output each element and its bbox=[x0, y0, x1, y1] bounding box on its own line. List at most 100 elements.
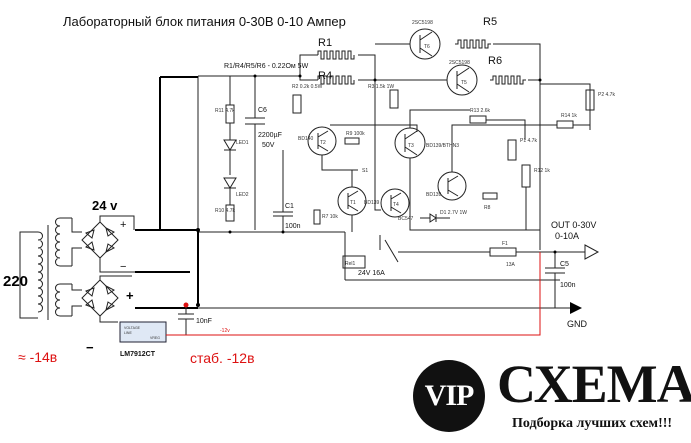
t1-t2-wires bbox=[321, 155, 358, 258]
r2-label: R2 0.2k 0.5W bbox=[292, 84, 323, 90]
relay-contact bbox=[379, 235, 490, 263]
r4-label: R4 bbox=[318, 70, 332, 82]
v220-label: 220 bbox=[3, 273, 28, 290]
p1-label: P1 4.7k bbox=[520, 138, 537, 144]
minus-top: − bbox=[120, 261, 126, 273]
shunt-note: R1/R4/R5/R6 - 0.22Ом 5W bbox=[224, 63, 309, 70]
led-diodes bbox=[223, 123, 237, 205]
led1-label: LED1 bbox=[236, 140, 249, 146]
r8-label: R8 bbox=[484, 205, 491, 211]
gnd-label: GND bbox=[567, 319, 588, 329]
c5-val: 100n bbox=[560, 282, 576, 289]
r13-label: R13 2.6k bbox=[470, 108, 491, 114]
control-wires bbox=[330, 100, 540, 231]
plus-top: + bbox=[120, 219, 126, 231]
r9-resistor bbox=[344, 137, 360, 145]
schematic-title: Лабораторный блок питания 0-30В 0-10 Амп… bbox=[63, 14, 346, 29]
c5-capacitor bbox=[545, 252, 565, 308]
c6-val2: 50V bbox=[262, 142, 275, 149]
reg-pin-3: VREG bbox=[150, 336, 160, 340]
bridge-top bbox=[71, 215, 135, 273]
c5-name: C5 bbox=[560, 261, 569, 268]
transformer bbox=[19, 217, 72, 320]
out-rail-vert bbox=[493, 43, 541, 250]
r4-resistor bbox=[317, 75, 355, 85]
m12v-label: -12v bbox=[220, 328, 230, 334]
r13-resistor bbox=[469, 115, 487, 124]
transistor-bd139-lower bbox=[437, 171, 467, 201]
q-top-left-part: 2SC5198 bbox=[412, 20, 433, 26]
rail-r1-in bbox=[299, 54, 318, 76]
reg-pin-1: VOLTAGE bbox=[124, 326, 141, 330]
p2-pot bbox=[585, 89, 595, 111]
s1-label: S1 bbox=[362, 168, 368, 174]
r12-resistor bbox=[521, 164, 531, 188]
minus-bot: − bbox=[86, 340, 94, 355]
r3-label: R3 1.5k 1W bbox=[368, 84, 394, 90]
p2-label: P2 4.7k bbox=[598, 92, 615, 98]
neg12-wire bbox=[166, 252, 541, 336]
r10-label: R10 4.7k bbox=[215, 208, 236, 214]
out-label: OUT 0-30V bbox=[551, 220, 596, 230]
c6-name: C6 bbox=[258, 107, 267, 114]
t2-label: T2 bbox=[320, 140, 326, 146]
collector-wires bbox=[375, 43, 447, 81]
p1-pot bbox=[507, 139, 517, 161]
p2-wire bbox=[540, 83, 591, 130]
r6-label: R6 bbox=[488, 55, 502, 67]
rail-r4-in bbox=[299, 76, 318, 81]
brand-tagline: Подборка лучших схем!!! bbox=[512, 416, 673, 431]
r9-label: R9 100k bbox=[346, 131, 365, 137]
t5-part: BD139 bbox=[426, 192, 442, 198]
r7-label: R7 10k bbox=[322, 214, 338, 220]
hand-right-note: стаб. -12в bbox=[190, 350, 255, 366]
led2-label: LED2 bbox=[236, 192, 249, 198]
vip-text: VIP bbox=[424, 379, 475, 412]
relay-spec: 24V 16A bbox=[358, 270, 385, 277]
lm7912-regulator bbox=[119, 321, 167, 343]
t1-label: T1 bbox=[350, 200, 356, 206]
out-arrow bbox=[584, 244, 600, 260]
cap10-label: 10nF bbox=[196, 318, 212, 325]
t3-label: T3 bbox=[408, 143, 414, 149]
fuse-f1 bbox=[489, 247, 517, 257]
c1-name: C1 bbox=[285, 203, 294, 210]
r8-resistor bbox=[482, 192, 498, 200]
r10-resistor bbox=[225, 204, 235, 222]
junction-dots bbox=[196, 74, 557, 307]
c1-val: 100n bbox=[285, 223, 301, 230]
relay-label: Rel1 bbox=[345, 261, 356, 267]
transistor-t4 bbox=[380, 188, 410, 218]
d1-label: D1 2.7V 1W bbox=[440, 210, 467, 216]
brand-name: СХЕМА bbox=[497, 354, 691, 414]
r3-resistor bbox=[389, 89, 399, 109]
q-top-right-part: 2SC5198 bbox=[449, 60, 470, 66]
t1-part: BD139 bbox=[364, 200, 380, 206]
q6-label: T6 bbox=[424, 44, 430, 50]
rail-r1r4-out bbox=[358, 54, 376, 81]
reg-pin-2: LINE bbox=[124, 331, 132, 335]
hand-left-note: ≈ -14в bbox=[18, 349, 57, 365]
r1-label: R1 bbox=[318, 37, 332, 49]
r12-label: R12 1k bbox=[534, 168, 550, 174]
r7-resistor bbox=[313, 209, 321, 225]
bold-plus-rail bbox=[135, 229, 199, 305]
r5-resistor bbox=[455, 39, 491, 49]
bridge-bottom bbox=[71, 275, 132, 323]
r11-label: R11 4.7k bbox=[215, 108, 235, 114]
reg-label: LM7912CT bbox=[120, 351, 156, 358]
c1-capacitor bbox=[273, 150, 293, 232]
c6-val1: 2200µF bbox=[258, 132, 282, 139]
t3-part: BD139/BTHN3 bbox=[426, 143, 459, 149]
t4-part: BC547 bbox=[398, 216, 414, 222]
d1-diode bbox=[420, 213, 450, 223]
red-junction bbox=[183, 302, 189, 308]
c6-capacitor bbox=[245, 76, 265, 230]
f1-val: 13A bbox=[506, 262, 516, 268]
r5-label: R5 bbox=[483, 16, 497, 28]
relay-return bbox=[344, 258, 560, 281]
f1-label: F1 bbox=[502, 241, 508, 247]
t4-label: T4 bbox=[393, 202, 399, 208]
vip-logo: VIP bbox=[413, 360, 485, 432]
